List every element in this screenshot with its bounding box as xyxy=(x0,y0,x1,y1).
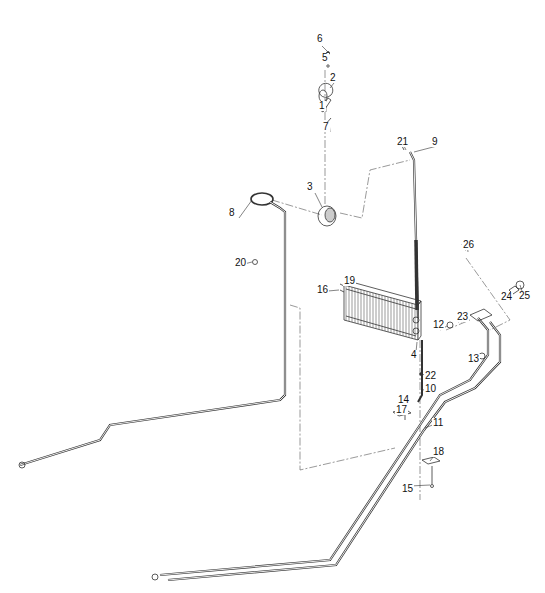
callout-number: 19 xyxy=(343,276,356,286)
callout-number: 7 xyxy=(322,122,330,132)
callout-number: 3 xyxy=(306,182,314,192)
callout-number: 11 xyxy=(432,418,444,428)
callout-number: 10 xyxy=(424,384,437,394)
callout-number: 20 xyxy=(234,258,247,268)
callout-number: 8 xyxy=(228,208,236,218)
callout-number: 17 xyxy=(395,405,408,415)
callout-number: 13 xyxy=(467,354,480,364)
callout-number: 6 xyxy=(316,34,324,44)
callout-number: 4 xyxy=(410,350,418,360)
callout-number: 15 xyxy=(401,484,414,494)
callout-number: 26 xyxy=(462,240,475,250)
callout-number: 14 xyxy=(397,395,410,405)
callout-number: 25 xyxy=(518,291,531,301)
callout-number: 23 xyxy=(456,312,469,322)
callout-number: 2 xyxy=(329,73,337,83)
callout-number: 16 xyxy=(316,285,329,295)
callout-number: 22 xyxy=(424,371,437,381)
callout-number: 9 xyxy=(431,137,439,147)
callout-number: 24 xyxy=(500,292,513,302)
callout-number: 21 xyxy=(396,137,409,147)
callout-number: 12 xyxy=(432,320,445,330)
callout-number: 18 xyxy=(432,447,445,457)
callout-number: 5 xyxy=(321,53,329,63)
callout-number: 1 xyxy=(318,101,326,111)
